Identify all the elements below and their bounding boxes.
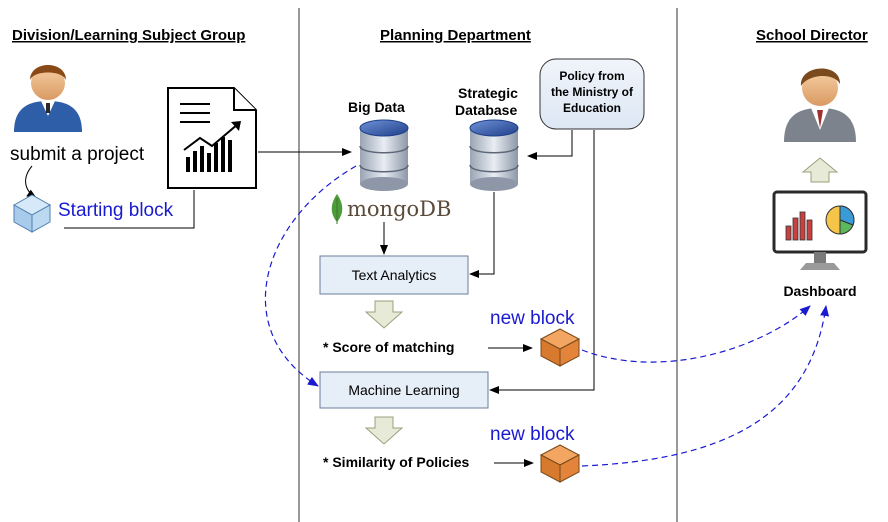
strategic-label-1: Strategic [458,85,518,101]
big-data-label: Big Data [348,99,405,115]
machine-learning-label: Machine Learning [348,382,459,398]
policy-to-ml-arrow [489,130,595,394]
score-label: * Score of matching [323,339,454,355]
new-block-2-cube-icon [539,444,581,483]
text-analytics-label: Text Analytics [352,267,437,283]
user-icon [14,65,82,132]
policy-box [539,58,645,130]
director-icon [784,68,856,142]
policy-to-strategic-arrow [527,130,573,160]
dashboard-label: Dashboard [783,283,856,299]
policy-label-3: Education [563,101,621,115]
header-division: Division/Learning Subject Group [12,27,245,44]
project-document-icon [167,87,257,189]
block2-to-dashboard-dashed-arrow [581,305,830,467]
submit-to-block-arrow [25,165,37,199]
similarity-label: * Similarity of Policies [323,454,469,470]
submit-label: submit a project [10,144,145,165]
new-block-1-label: new block [490,308,575,329]
policy-label-2: the Ministry of [551,85,634,99]
down-arrow-2 [364,416,404,445]
block1-to-dashboard-dashed-arrow [581,305,811,363]
text-analytics-box [319,255,469,295]
machine-learning-box [319,371,489,409]
starting-block-cube-icon [12,194,52,233]
strategic-to-textanalytics-arrow [469,192,495,278]
strategic-database-icon [469,119,519,191]
strategic-label-2: Database [455,102,517,118]
mongodb-logo: mongoDB [331,194,451,224]
dashboard-monitor-icon [772,190,868,270]
header-director: School Director [756,27,868,44]
mongodb-label: mongoDB [347,197,451,221]
new-block-1-cube-icon [539,328,581,367]
policy-label-1: Policy from [559,69,624,83]
big-data-database-icon [359,119,409,191]
down-arrow-1 [364,300,404,329]
up-arrow [801,157,839,183]
new-block-2-label: new block [490,424,575,445]
bigdata-to-ml-dashed-arrow [264,165,357,387]
header-planning: Planning Department [380,27,531,44]
block-to-document-connector [64,190,195,229]
starting-block-label: Starting block [58,200,174,221]
